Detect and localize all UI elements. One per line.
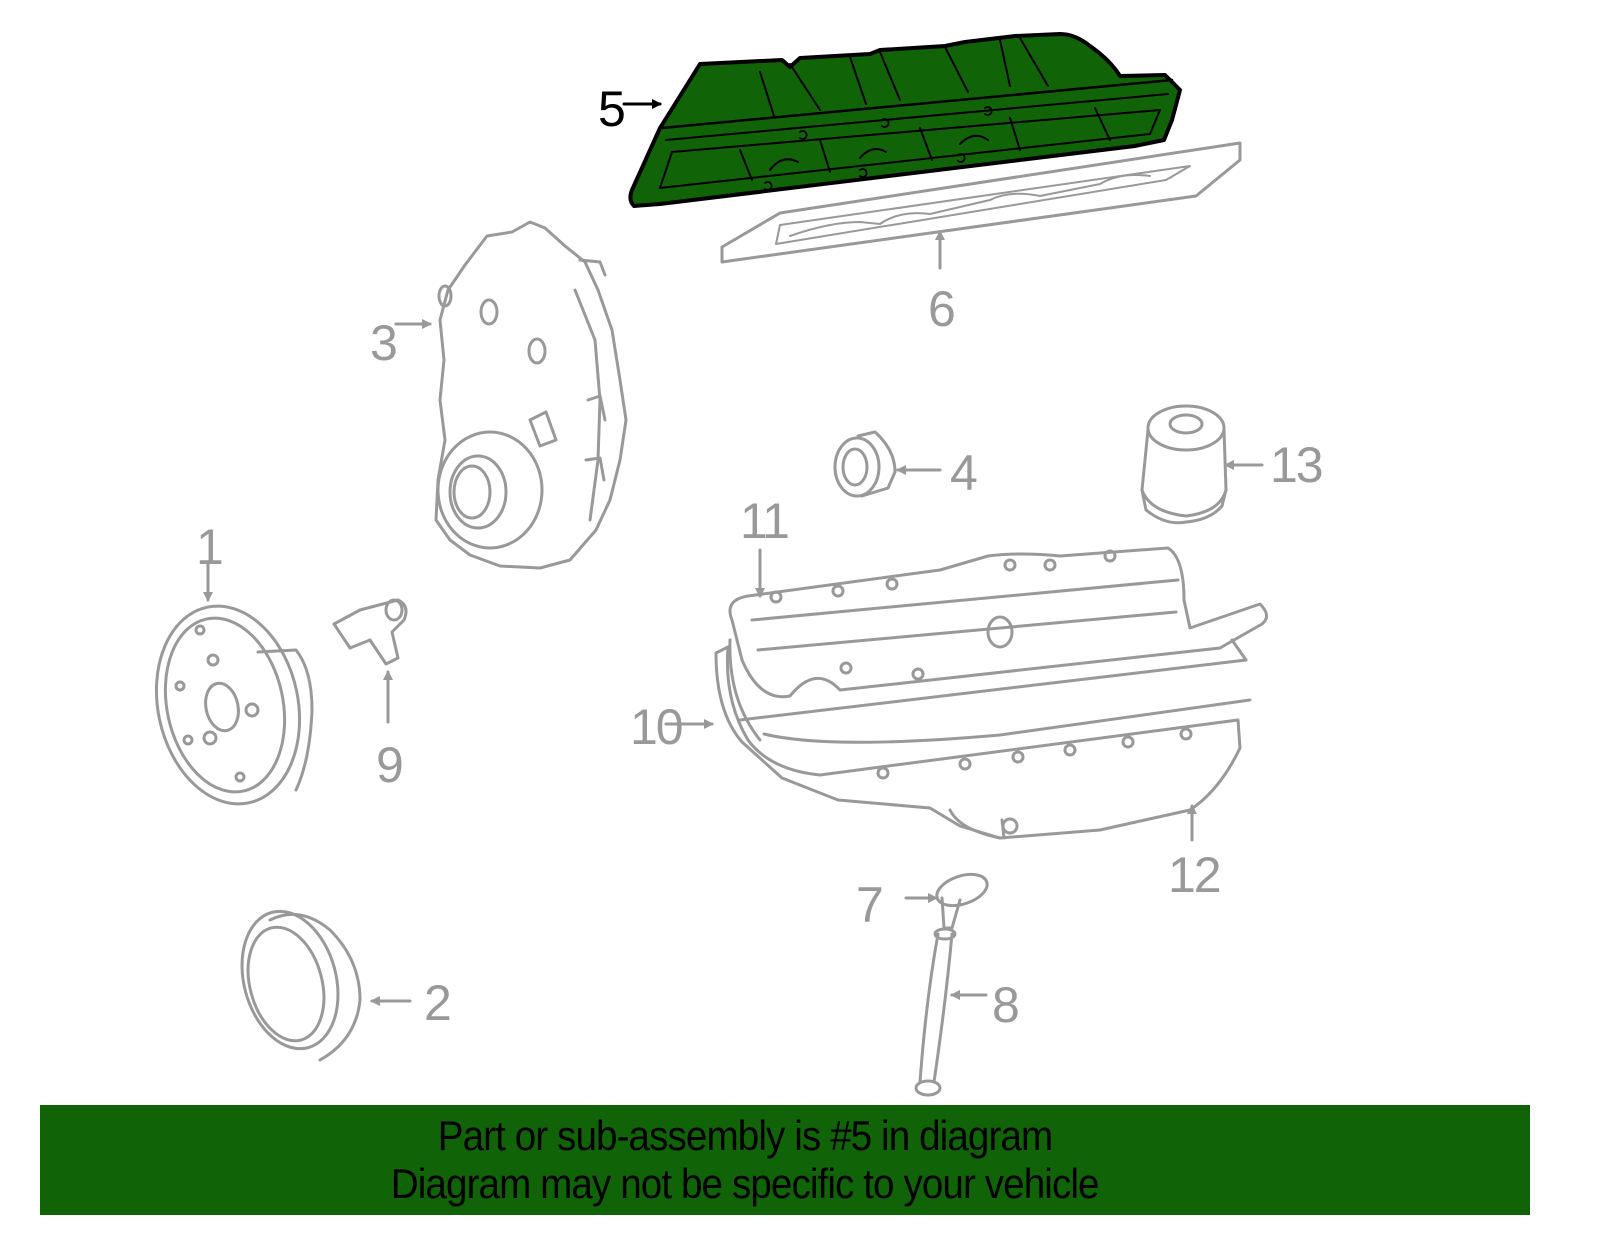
part-6-valve-cover-gasket[interactable] bbox=[720, 141, 1242, 270]
callout-2[interactable]: 2 bbox=[424, 975, 452, 1031]
part-1-harmonic-balancer[interactable] bbox=[139, 562, 318, 817]
callout-9[interactable]: 9 bbox=[376, 737, 404, 793]
banner-line-part-number: Part or sub-assembly is #5 in diagram bbox=[437, 1112, 1053, 1159]
part-11-oil-pan-gasket[interactable] bbox=[728, 546, 1268, 780]
info-banner: Part or sub-assembly is #5 in diagram Di… bbox=[40, 1105, 1530, 1215]
part-5-valve-cover[interactable] bbox=[622, 32, 1182, 208]
part-10-oil-pan[interactable] bbox=[664, 638, 1248, 840]
callout-11[interactable]: 11 bbox=[740, 493, 790, 549]
part-13-oil-filter[interactable] bbox=[1140, 404, 1264, 525]
parts-diagram: 1 2 3 4 5 6 7 8 9 10 11 12 13 bbox=[139, 32, 1324, 1097]
callout-12[interactable]: 12 bbox=[1168, 847, 1222, 903]
callout-3[interactable]: 3 bbox=[370, 315, 398, 371]
part-2-crankshaft-pulley[interactable] bbox=[227, 900, 412, 1062]
part-8-dipstick-tube[interactable] bbox=[914, 927, 988, 1097]
part-4-front-seal[interactable] bbox=[833, 430, 942, 498]
part-7-dipstick[interactable] bbox=[904, 869, 991, 930]
callout-1[interactable]: 1 bbox=[196, 519, 224, 575]
callout-10[interactable]: 10 bbox=[630, 699, 684, 755]
callout-4[interactable]: 4 bbox=[950, 445, 978, 501]
callout-5[interactable]: 5 bbox=[598, 81, 626, 137]
part-9-crank-sensor[interactable] bbox=[332, 598, 408, 724]
callout-7[interactable]: 7 bbox=[856, 877, 884, 933]
callout-13[interactable]: 13 bbox=[1270, 437, 1324, 493]
callout-6[interactable]: 6 bbox=[928, 281, 956, 337]
part-3-timing-cover[interactable] bbox=[394, 220, 628, 570]
callout-8[interactable]: 8 bbox=[992, 977, 1020, 1033]
banner-line-disclaimer: Diagram may not be specific to your vehi… bbox=[391, 1160, 1100, 1207]
